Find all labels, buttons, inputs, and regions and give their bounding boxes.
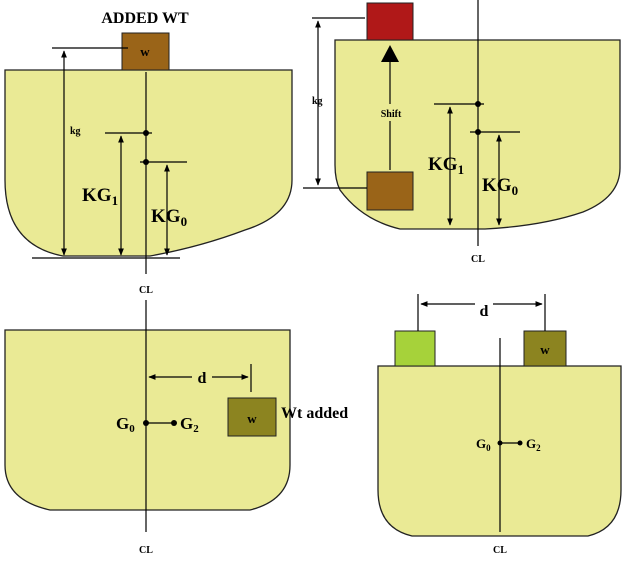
shift-label: Shift <box>381 109 402 120</box>
g0-point-2 <box>475 129 481 135</box>
d-label-3: d <box>198 370 207 387</box>
g1-point-1 <box>143 130 149 136</box>
kg-label-1: kg <box>70 126 81 137</box>
weight-label-4: w <box>540 342 550 357</box>
weight-block-4-olive <box>523 330 567 367</box>
cl-label-1: CL <box>139 285 153 296</box>
weight-block-3 <box>227 397 277 437</box>
g2-point-3 <box>171 420 177 426</box>
weight-block-1 <box>121 32 170 71</box>
kg-label-2: kg <box>312 96 323 107</box>
d-label-bg-3 <box>192 367 212 385</box>
g2-label-4: G2 <box>526 436 541 453</box>
weight-block-2-original <box>366 171 414 211</box>
g2-point-4 <box>517 440 523 446</box>
cl-label-3: CL <box>139 545 153 556</box>
weight-block-4-green <box>394 330 436 367</box>
panel-offcentre-weight: CL d w Wt added G0 G2 <box>4 300 348 556</box>
cl-label-2: CL <box>471 254 485 265</box>
panel-added-weight: w ADDED WT CL kg KG1 KG0 <box>4 10 293 296</box>
weight-label-1: w <box>140 44 150 59</box>
g2-label-3: G2 <box>180 414 199 435</box>
d-label-bg-4 <box>475 302 493 320</box>
kg1-label-2: KG1 <box>428 154 464 177</box>
g0-label-4: G0 <box>476 436 491 453</box>
shift-arrow-head <box>381 45 399 62</box>
panel-transverse-shift: w d CL G0 G2 <box>377 294 622 556</box>
weight-block-2-raised <box>366 2 414 41</box>
wt-added-label: Wt added <box>281 405 348 422</box>
g0-label-3: G0 <box>116 414 135 435</box>
kg1-label-1: KG1 <box>82 185 118 208</box>
weight-label-3: w <box>247 411 257 426</box>
g0-point-1 <box>143 159 149 165</box>
g1-point-2 <box>475 101 481 107</box>
added-wt-title: ADDED WT <box>101 10 189 27</box>
kg0-label-2: KG0 <box>482 175 518 198</box>
cl-label-4: CL <box>493 545 507 556</box>
kg0-label-1: KG0 <box>151 206 187 229</box>
panel-shift-weight: Shift CL kg KG1 KG0 <box>303 0 621 265</box>
shift-label-bg <box>373 104 409 121</box>
d-label-4: d <box>480 303 489 320</box>
